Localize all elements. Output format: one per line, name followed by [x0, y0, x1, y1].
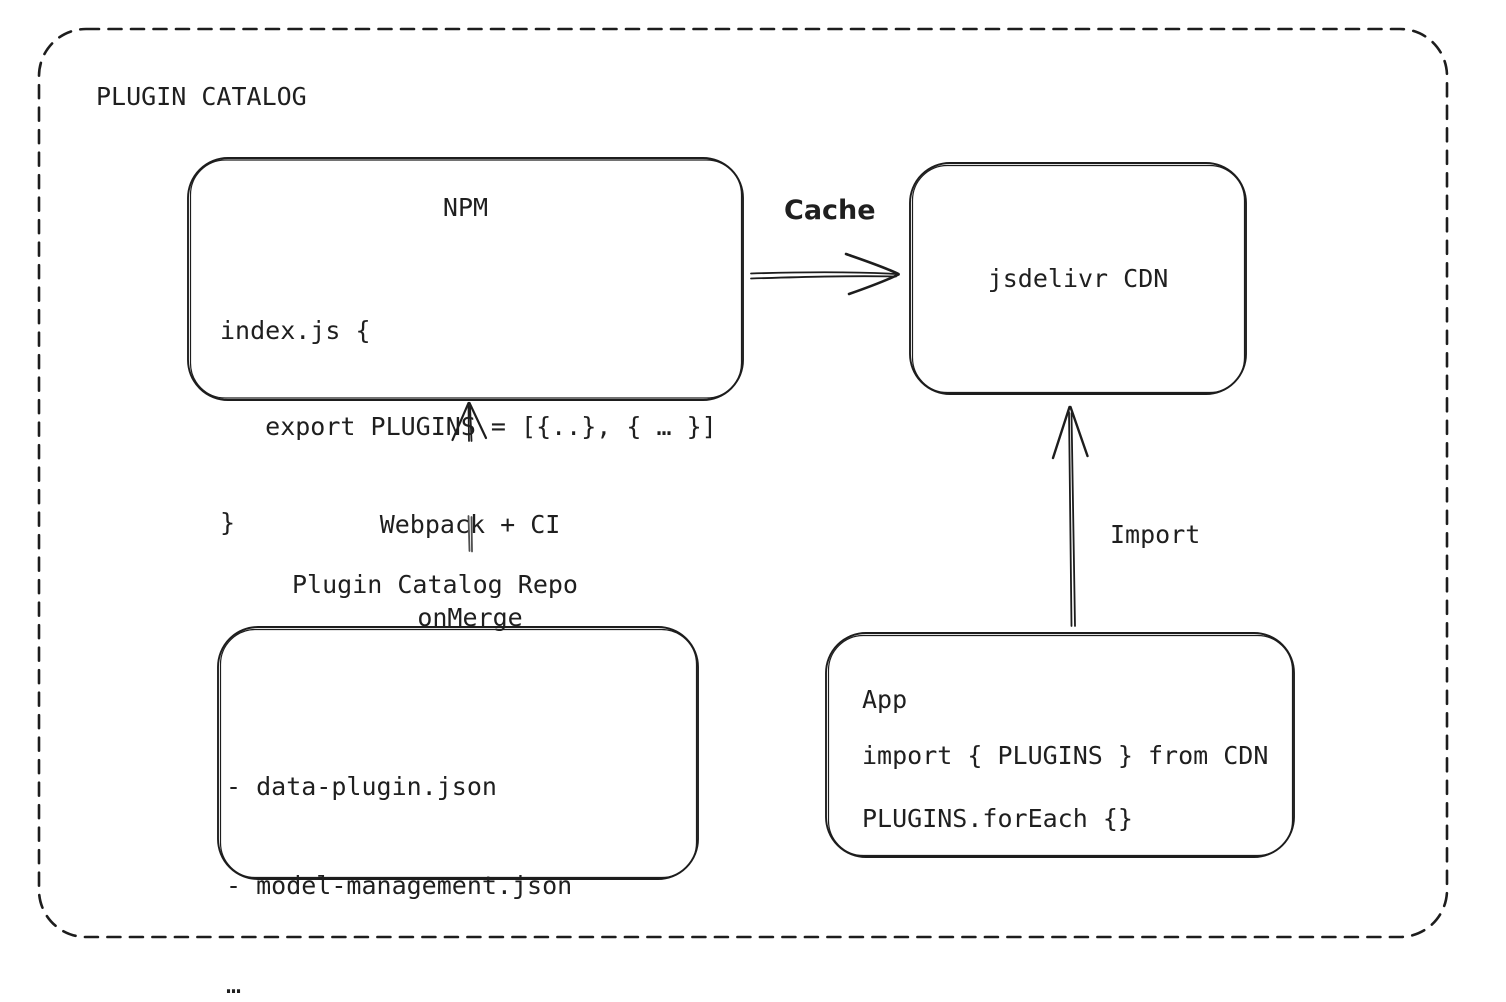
arrow-head — [844, 252, 900, 276]
app-code-line: import { PLUGINS } from CDN — [862, 741, 1269, 770]
cdn-node: jsdelivr CDN — [910, 163, 1246, 394]
import-arrow — [1051, 405, 1089, 627]
app-node: App import { PLUGINS } from CDN PLUGINS.… — [826, 633, 1294, 857]
repo-file-list: - data-plugin.json - model-management.js… — [226, 704, 572, 1002]
app-node-title: App — [862, 685, 908, 714]
npm-code-block: index.js { export PLUGINS = [{..}, { … }… — [220, 251, 717, 603]
catalog-title: PLUGIN CATALOG — [96, 82, 307, 111]
arrow-head — [1069, 405, 1089, 458]
arrow-head — [1051, 405, 1071, 460]
arrow-shaft — [1068, 411, 1073, 627]
cache-arrow — [750, 252, 900, 296]
build-arrow-label-line: Webpack + CI — [379, 510, 561, 539]
repo-file-item: … — [226, 970, 242, 999]
build-arrow-label: Webpack + CI onMerge — [368, 447, 572, 695]
npm-code-line: export PLUGINS = [{..}, { … }] — [220, 412, 717, 441]
npm-node-title: NPM — [442, 193, 489, 222]
npm-code-line: index.js { — [220, 316, 371, 345]
arrow-shaft — [750, 271, 898, 275]
arrow-head — [847, 273, 900, 296]
npm-code-line: } — [220, 508, 236, 537]
repo-node-heading: Plugin Catalog Repo — [292, 570, 578, 599]
arrow-shaft — [1070, 412, 1076, 627]
repo-file-item: - model-management.json — [226, 871, 573, 900]
app-code-line: PLUGINS.forEach {} — [862, 804, 1133, 833]
cdn-node-label: jsdelivr CDN — [987, 264, 1169, 293]
cache-arrow-label: Cache — [784, 195, 876, 226]
arrow-shaft — [750, 275, 897, 280]
repo-node: - data-plugin.json - model-management.js… — [218, 627, 698, 999]
import-arrow-label: Import — [1110, 520, 1201, 549]
npm-node: NPM index.js { export PLUGINS = [{..}, {… — [188, 158, 743, 537]
repo-file-item: - data-plugin.json — [226, 772, 497, 801]
build-arrow-label-line: onMerge — [417, 603, 523, 632]
